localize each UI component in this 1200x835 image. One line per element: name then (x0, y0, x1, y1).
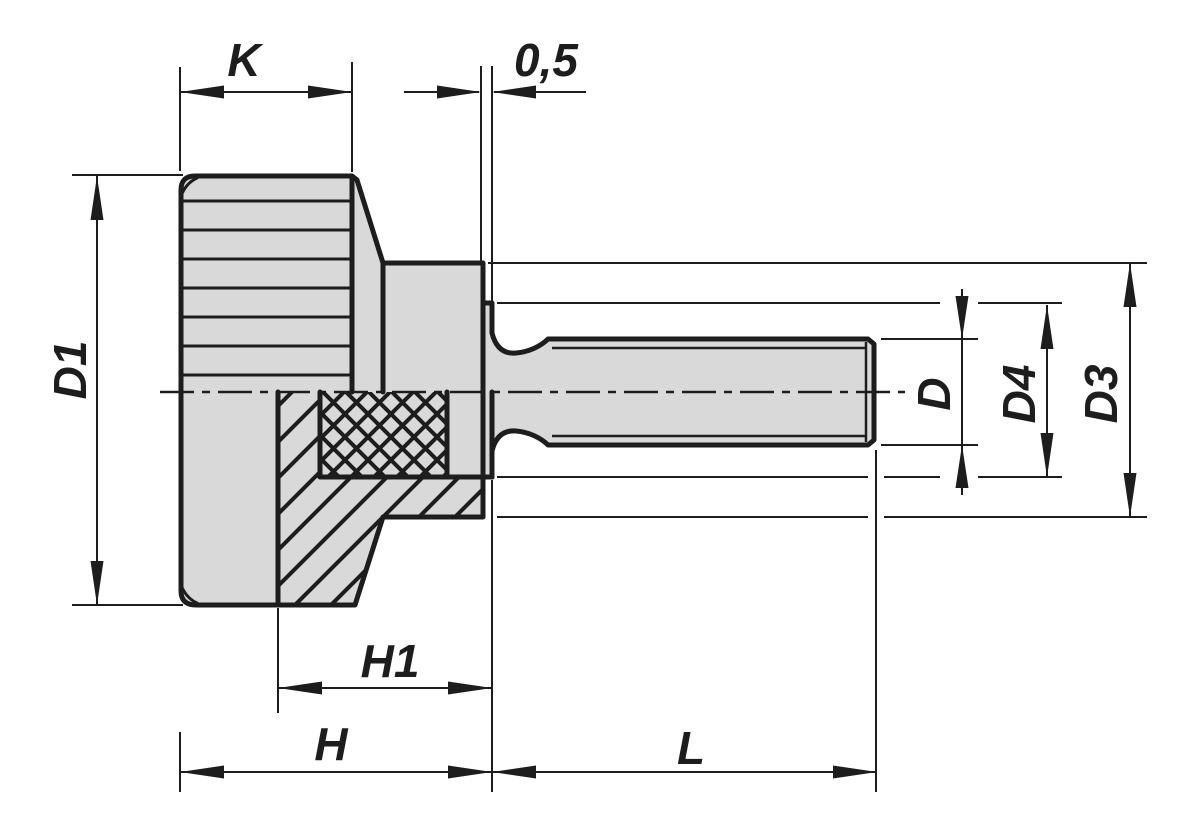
dimension-h1 (277, 608, 492, 713)
arrowhead (1040, 433, 1054, 477)
arrowhead (833, 765, 877, 779)
dim-label-l: L (677, 722, 705, 774)
knurl-press-zone-crosshatch (320, 392, 447, 477)
head-chamfer-marks (179, 176, 199, 605)
dimension-d (881, 289, 978, 495)
arrowhead (90, 176, 104, 220)
dimension-l (492, 450, 877, 792)
dim-label-face-offset: 0,5 (514, 34, 579, 86)
arrowhead (1123, 473, 1137, 517)
arrowhead (308, 85, 352, 99)
arrowhead (278, 681, 322, 695)
dimensions (72, 62, 1147, 792)
head-section-hatch (278, 392, 483, 605)
dimension-h (179, 480, 493, 792)
arrowhead (1123, 263, 1137, 307)
dim-label-k: K (227, 34, 263, 86)
arrowhead (955, 445, 969, 488)
dim-label-d4: D4 (993, 365, 1045, 424)
arrowhead (1040, 305, 1054, 349)
dim-label-d1: D1 (44, 341, 96, 400)
part-edges (275, 175, 495, 606)
arrowhead (437, 85, 481, 99)
arrowhead (90, 561, 104, 605)
arrowhead (492, 765, 536, 779)
dim-label-d: D (908, 377, 960, 410)
part-view (160, 173, 905, 608)
dimension-labels: K 0,5 D1 D D4 D3 H1 H L (44, 34, 1127, 774)
dimension-k (179, 62, 353, 172)
dimension-d4 (497, 302, 1062, 478)
arrowhead (180, 85, 224, 99)
arrowhead (955, 296, 969, 339)
arrowhead (448, 681, 492, 695)
dim-label-d3: D3 (1075, 364, 1127, 423)
arrowhead (448, 765, 492, 779)
knurl-lines (183, 199, 351, 377)
dim-label-h1: H1 (361, 635, 420, 687)
arrowhead (492, 85, 536, 99)
dimension-d3 (488, 262, 1147, 518)
dimension-d1 (72, 174, 183, 606)
arrowhead (180, 765, 224, 779)
dim-label-h: H (314, 718, 348, 770)
